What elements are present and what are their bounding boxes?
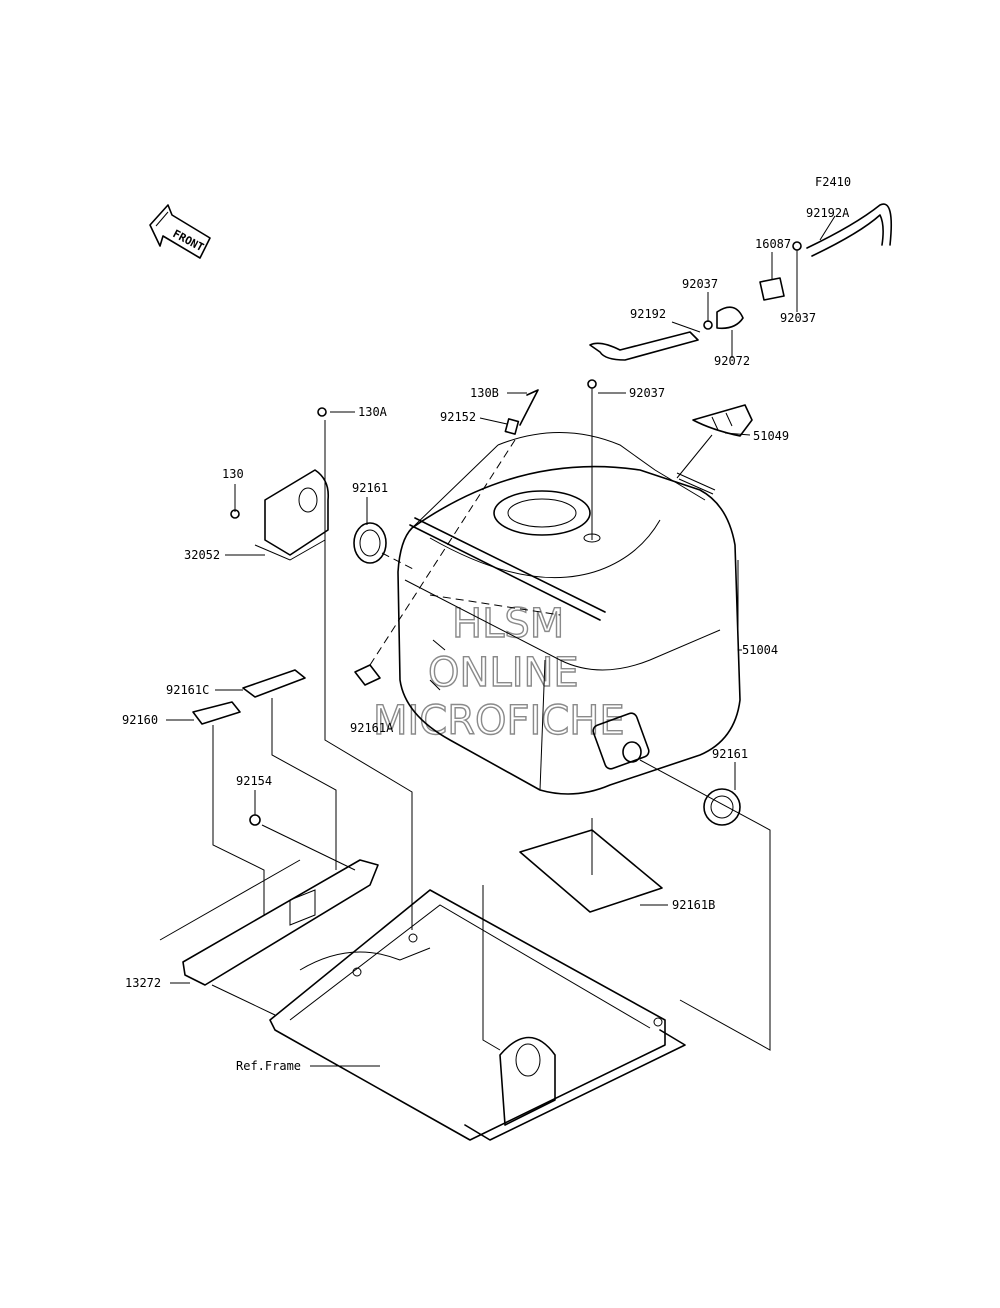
label-92161-right: 92161 (712, 747, 748, 761)
watermark-line-1: HLSM (452, 601, 564, 647)
label-130: 130 (222, 467, 244, 481)
label-16087: 16087 (755, 237, 791, 251)
label-130A: 130A (358, 405, 388, 419)
watermark-line-2: ONLINE (428, 650, 579, 696)
pad-92161C (242, 669, 306, 698)
label-ref-frame: Ref.Frame (236, 1059, 301, 1073)
bracket (230, 407, 330, 561)
fuel-hose-assembly (504, 203, 893, 540)
label-92072: 92072 (714, 354, 750, 368)
label-51004: 51004 (742, 643, 778, 657)
label-92161-left: 92161 (352, 481, 388, 495)
bolt-92154 (249, 814, 261, 826)
label-92037-mid: 92037 (629, 386, 665, 400)
watermark-line-3: MICROFICHE (373, 698, 625, 744)
label-92160: 92160 (122, 713, 158, 727)
grommet-right (703, 788, 741, 826)
label-92037-right: 92037 (780, 311, 816, 325)
label-130B: 130B (470, 386, 499, 400)
label-92161B: 92161B (672, 898, 715, 912)
label-92192A: 92192A (806, 206, 850, 220)
label-92152: 92152 (440, 410, 476, 424)
figure-code: F2410 (815, 175, 851, 189)
leader-lines (159, 215, 836, 1067)
label-92192: 92192 (630, 307, 666, 321)
label-92037-top: 92037 (682, 277, 718, 291)
watermark: HLSM ONLINE MICROFICHE (372, 600, 625, 744)
grommet-left (353, 522, 387, 564)
label-92161A: 92161A (350, 721, 394, 735)
pad-92161B (519, 829, 663, 913)
frame (182, 859, 686, 1141)
label-92161C: 92161C (166, 683, 209, 697)
part-labels: 92192A 16087 92037 92037 92192 92072 130… (122, 206, 850, 1073)
pad-92160 (192, 701, 241, 725)
label-51049: 51049 (753, 429, 789, 443)
pad-92161A (354, 664, 381, 686)
label-13272: 13272 (125, 976, 161, 990)
front-arrow-icon: FRONT (149, 204, 211, 259)
label-32052: 32052 (184, 548, 220, 562)
filler-cap (676, 404, 753, 495)
label-92154: 92154 (236, 774, 272, 788)
